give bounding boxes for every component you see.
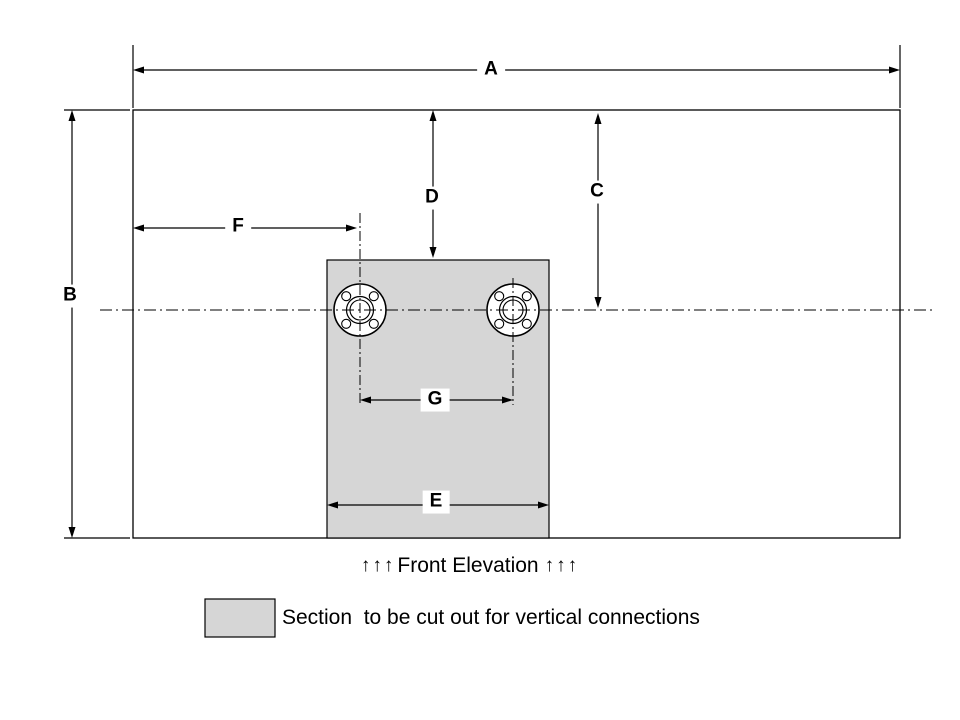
dim-label-d: D [418, 186, 446, 210]
dim-label-f: F [225, 215, 251, 239]
up-arrows-right-icon: ↑↑↑ [544, 555, 580, 576]
caption-text: Front Elevation [397, 554, 539, 577]
legend-text: Section to be cut out for vertical conne… [282, 606, 700, 629]
dimension-d [429, 110, 437, 258]
dim-label-e: E [422, 490, 450, 514]
dim-label-g: G [420, 388, 450, 412]
legend: Section to be cut out for vertical conne… [204, 598, 700, 638]
up-arrows-left-icon: ↑↑↑ [360, 555, 396, 576]
dimension-b [64, 109, 130, 539]
dim-label-a: A [477, 58, 505, 82]
legend-swatch-rect [204, 598, 276, 638]
drawing-caption: ↑↑↑ Front Elevation ↑↑↑ [361, 554, 579, 578]
legend-swatch [204, 598, 276, 638]
dim-label-c: C [583, 180, 611, 204]
dim-label-b: B [56, 284, 84, 308]
dimension-a [132, 45, 901, 108]
dimension-c [594, 113, 602, 308]
